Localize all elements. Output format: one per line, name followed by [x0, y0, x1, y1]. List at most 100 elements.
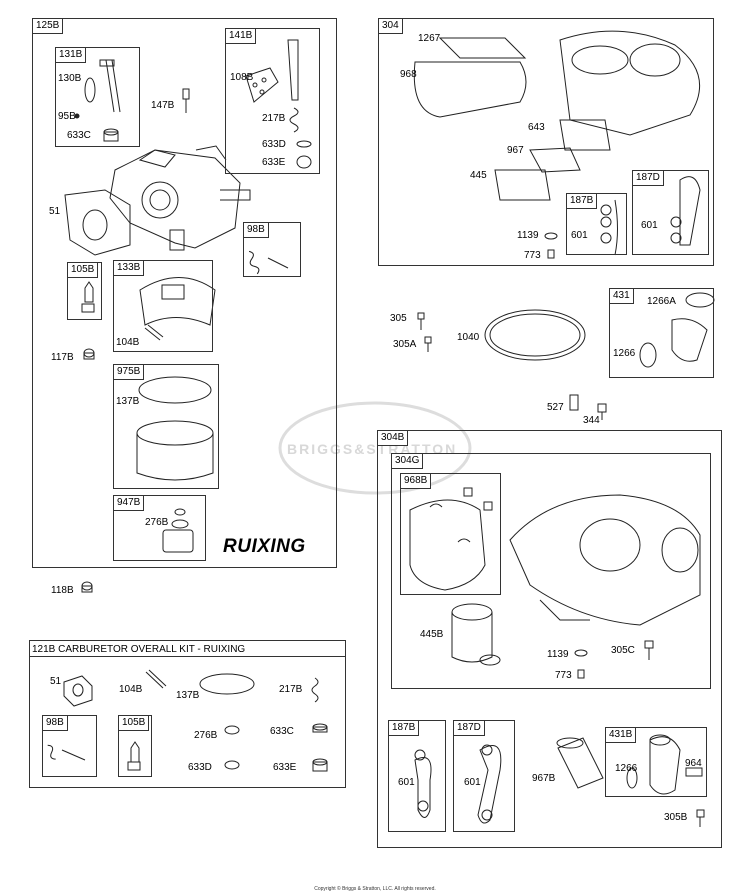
group-tag: 304G — [392, 454, 424, 469]
group-tag: 187D — [633, 171, 664, 186]
part-label: 95B — [58, 111, 76, 122]
part-label: 601 — [398, 777, 415, 788]
part-label: 601 — [464, 777, 481, 788]
part-label: 643 — [528, 122, 545, 133]
part-label: 633E — [262, 157, 286, 168]
group-tag: 187D — [454, 721, 485, 736]
plug-117B — [83, 348, 95, 360]
part-label: 51 — [50, 676, 62, 687]
kit-group-98B: 98B — [42, 715, 97, 777]
group-tag: 105B — [119, 716, 150, 731]
group-304: 304 — [378, 18, 714, 266]
kit-group-105B: 105B — [118, 715, 152, 777]
part-label: 344 — [583, 415, 600, 426]
part-label: 104B — [119, 684, 143, 695]
hose-187D — [477, 744, 502, 824]
part-label: 1139 — [517, 230, 539, 241]
part-label: 305A — [393, 339, 417, 350]
group-133B: 133B — [113, 260, 213, 352]
cover-968B — [409, 487, 493, 591]
part-label: 633C — [67, 130, 91, 141]
part-label: 445B — [420, 629, 444, 640]
part-label: 1266 — [613, 348, 636, 359]
group-975B: 975B — [113, 364, 219, 489]
part-label: 633D — [188, 762, 212, 773]
group-tag: 431B — [606, 728, 637, 743]
group-tag: 105B — [68, 263, 99, 278]
kit-276B — [224, 725, 240, 735]
ring-1139b — [574, 649, 588, 657]
group-304G: 304G — [391, 453, 711, 689]
part-label: 527 — [547, 402, 564, 413]
plug-118B — [81, 581, 93, 593]
gasket-51 — [64, 189, 131, 256]
part-label: 967B — [532, 773, 556, 784]
part-label: 1266 — [615, 763, 638, 774]
part-label: 773 — [555, 670, 572, 681]
group-tag: 187B — [389, 721, 420, 736]
part-label: 137B — [116, 396, 140, 407]
kit-needle-98B — [47, 744, 86, 761]
group-tag: 968B — [401, 474, 432, 489]
kit-633E — [312, 758, 328, 772]
kit-633C — [312, 723, 328, 733]
group-431: 431 — [609, 288, 714, 378]
part-label: 305C — [611, 645, 635, 656]
kit-title-divider — [29, 656, 346, 657]
part-label: 445 — [470, 170, 487, 181]
group-141B: 141B — [225, 28, 320, 174]
part-label: 276B — [194, 730, 218, 741]
group-105B: 105B — [67, 262, 102, 320]
group-947B: 947B — [113, 495, 206, 561]
kit-inlet-105B — [127, 741, 141, 771]
part-label: 118B — [51, 585, 74, 596]
screw-147B — [182, 88, 190, 113]
group-tag: 304 — [379, 19, 403, 34]
part-label: 633D — [262, 139, 286, 150]
bolt-305C — [644, 640, 654, 660]
part-label: 51 — [49, 206, 61, 217]
part-label: 305B — [664, 812, 688, 823]
group-187B-top: 187B — [566, 193, 627, 255]
bolt-305B — [696, 809, 705, 827]
part-label: 1267 — [418, 33, 441, 44]
kit-spring-217B — [311, 677, 319, 703]
part-label: 108B — [230, 72, 254, 83]
part-label: 601 — [571, 230, 588, 241]
group-tag: 133B — [114, 261, 145, 276]
bracket-527 — [569, 394, 579, 411]
part-label: 117B — [51, 352, 74, 363]
group-tag: 125B — [33, 19, 64, 34]
group-131B: 131B — [55, 47, 140, 147]
bolt-305A — [424, 336, 432, 352]
part-label: 147B — [151, 100, 175, 111]
group-tag: 187B — [567, 194, 598, 209]
kit-ring-137B — [199, 673, 255, 695]
part-label: 601 — [641, 220, 658, 231]
group-tag: 98B — [244, 223, 269, 238]
part-label: 217B — [279, 684, 303, 695]
part-label: 130B — [58, 73, 82, 84]
hose-187B — [414, 749, 432, 818]
kit-panel — [29, 640, 346, 788]
air-cleaner-304 — [413, 30, 701, 259]
group-125B: 125B — [32, 18, 337, 568]
band-1040 — [484, 309, 586, 361]
group-98B: 98B — [243, 222, 301, 277]
carburetor-body — [109, 145, 251, 251]
housing-304B — [509, 494, 701, 626]
part-label: 1040 — [457, 332, 480, 343]
bolt-305 — [417, 312, 425, 330]
part-label: 633C — [270, 726, 294, 737]
group-tag: 431 — [610, 289, 634, 304]
elbow-431B — [626, 734, 703, 795]
part-label: 968 — [400, 69, 417, 80]
part-label: 276B — [145, 517, 169, 528]
group-tag: 947B — [114, 496, 145, 511]
watermark-oval — [278, 401, 472, 495]
part-label: 1139 — [547, 649, 569, 660]
group-187D-bottom: 187D — [453, 720, 515, 832]
duct-967B — [556, 737, 604, 789]
part-label: 1266A — [647, 296, 676, 307]
